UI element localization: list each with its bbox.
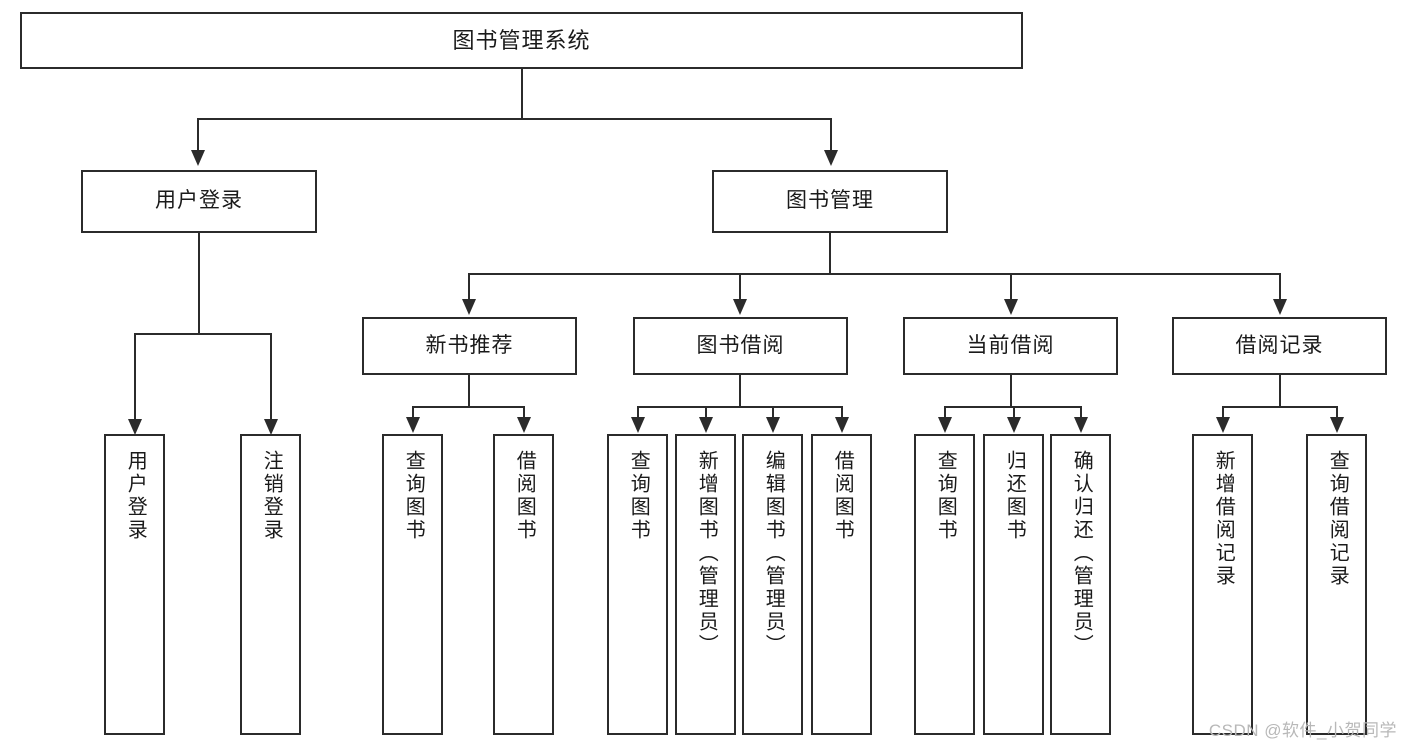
arrowhead-leaf-add-book	[699, 417, 713, 433]
node-label: 新书推荐	[425, 333, 514, 357]
node-label: 查询图书	[934, 450, 957, 542]
connector-user-login-drop-1	[134, 333, 136, 421]
arrowhead-root-to-book-manage	[824, 150, 838, 166]
arrowhead-root-to-user-login	[191, 150, 205, 166]
node-book-borrow[interactable]: 图书借阅	[633, 317, 848, 375]
connector-user-login-stem	[198, 233, 200, 333]
arrowhead-leaf-borrow-book-1	[517, 417, 531, 433]
connector-nbr-drop-2	[523, 406, 525, 419]
connector-br-drop-1	[1222, 406, 1224, 419]
arrowhead-leaf-add-borrow-record	[1216, 417, 1230, 433]
node-leaf-query-book-1[interactable]: 查询图书	[382, 434, 443, 735]
node-new-book-recommend[interactable]: 新书推荐	[362, 317, 577, 375]
node-label: 查询图书	[627, 450, 650, 542]
arrowhead-leaf-confirm-return	[1074, 417, 1088, 433]
connector-br-bus	[1222, 406, 1337, 408]
node-label: 新增图书（管理员）	[695, 450, 718, 657]
node-book-manage[interactable]: 图书管理	[712, 170, 948, 233]
node-current-borrow[interactable]: 当前借阅	[903, 317, 1118, 375]
connector-br-stem	[1279, 375, 1281, 406]
node-label: 归还图书	[1003, 450, 1026, 542]
arrowhead-node-book-borrow	[733, 299, 747, 315]
node-leaf-borrow-book-1[interactable]: 借阅图书	[493, 434, 554, 735]
node-leaf-confirm-return[interactable]: 确认归还（管理员）	[1050, 434, 1111, 735]
connector-cb-drop-3	[1080, 406, 1082, 419]
connector-cb-bus	[944, 406, 1081, 408]
node-label: 借阅图书	[513, 450, 536, 542]
node-label: 确认归还（管理员）	[1070, 450, 1093, 657]
node-label: 图书借阅	[696, 333, 785, 357]
connector-br-drop-2	[1336, 406, 1338, 419]
arrowhead-leaf-edit-book	[766, 417, 780, 433]
node-leaf-add-borrow-record[interactable]: 新增借阅记录	[1192, 434, 1253, 735]
arrowhead-leaf-user-login	[128, 419, 142, 435]
connector-bm-drop-2	[739, 273, 741, 301]
node-leaf-query-borrow-record[interactable]: 查询借阅记录	[1306, 434, 1367, 735]
connector-bb-bus	[637, 406, 842, 408]
node-root-system[interactable]: 图书管理系统	[20, 12, 1023, 69]
node-label: 查询借阅记录	[1326, 450, 1349, 588]
arrowhead-leaf-query-book-2	[631, 417, 645, 433]
connector-bb-drop-4	[841, 406, 843, 419]
connector-nbr-bus	[412, 406, 524, 408]
connector-bm-drop-4	[1279, 273, 1281, 301]
arrowhead-leaf-query-book-3	[938, 417, 952, 433]
node-leaf-user-login[interactable]: 用户登录	[104, 434, 165, 735]
arrowhead-leaf-borrow-book-2	[835, 417, 849, 433]
node-label: 编辑图书（管理员）	[762, 450, 785, 657]
connector-root-to-book-manage	[830, 118, 832, 152]
connector-cb-drop-2	[1013, 406, 1015, 419]
connector-cb-drop-1	[944, 406, 946, 419]
connector-root-bus	[197, 118, 832, 120]
arrowhead-node-new-book-recommend	[462, 299, 476, 315]
node-label: 注销登录	[260, 450, 283, 542]
arrowhead-node-current-borrow	[1004, 299, 1018, 315]
connector-bb-drop-1	[637, 406, 639, 419]
node-leaf-add-book[interactable]: 新增图书（管理员）	[675, 434, 736, 735]
connector-nbr-stem	[468, 375, 470, 406]
arrowhead-leaf-logout-login	[264, 419, 278, 435]
arrowhead-node-borrow-record	[1273, 299, 1287, 315]
connector-bm-drop-3	[1010, 273, 1012, 301]
connector-bb-drop-3	[772, 406, 774, 419]
arrowhead-leaf-return-book	[1007, 417, 1021, 433]
node-label: 用户登录	[155, 189, 243, 213]
connector-cb-stem	[1010, 375, 1012, 406]
node-label: 图书管理系统	[452, 27, 591, 53]
connector-user-login-drop-2	[270, 333, 272, 421]
arrowhead-leaf-query-borrow-record	[1330, 417, 1344, 433]
node-label: 当前借阅	[966, 333, 1055, 357]
connector-bm-drop-1	[468, 273, 470, 301]
connector-bb-drop-2	[705, 406, 707, 419]
node-user-login[interactable]: 用户登录	[81, 170, 317, 233]
node-leaf-return-book[interactable]: 归还图书	[983, 434, 1044, 735]
node-leaf-logout-login[interactable]: 注销登录	[240, 434, 301, 735]
node-label: 用户登录	[124, 450, 147, 542]
arrowhead-leaf-query-book-1	[406, 417, 420, 433]
connector-root-stem	[521, 69, 523, 118]
node-label: 新增借阅记录	[1212, 450, 1235, 588]
node-label: 借阅记录	[1235, 333, 1324, 357]
node-leaf-borrow-book-2[interactable]: 借阅图书	[811, 434, 872, 735]
connector-book-manage-stem	[829, 233, 831, 273]
node-leaf-edit-book[interactable]: 编辑图书（管理员）	[742, 434, 803, 735]
node-label: 借阅图书	[831, 450, 854, 542]
node-leaf-query-book-3[interactable]: 查询图书	[914, 434, 975, 735]
node-borrow-record[interactable]: 借阅记录	[1172, 317, 1387, 375]
connector-root-to-user-login	[197, 118, 199, 152]
connector-nbr-drop-1	[412, 406, 414, 419]
node-leaf-query-book-2[interactable]: 查询图书	[607, 434, 668, 735]
node-label: 图书管理	[786, 189, 874, 213]
node-label: 查询图书	[402, 450, 425, 542]
connector-book-manage-bus	[468, 273, 1280, 275]
connector-bb-stem	[739, 375, 741, 406]
connector-user-login-bus	[134, 333, 271, 335]
